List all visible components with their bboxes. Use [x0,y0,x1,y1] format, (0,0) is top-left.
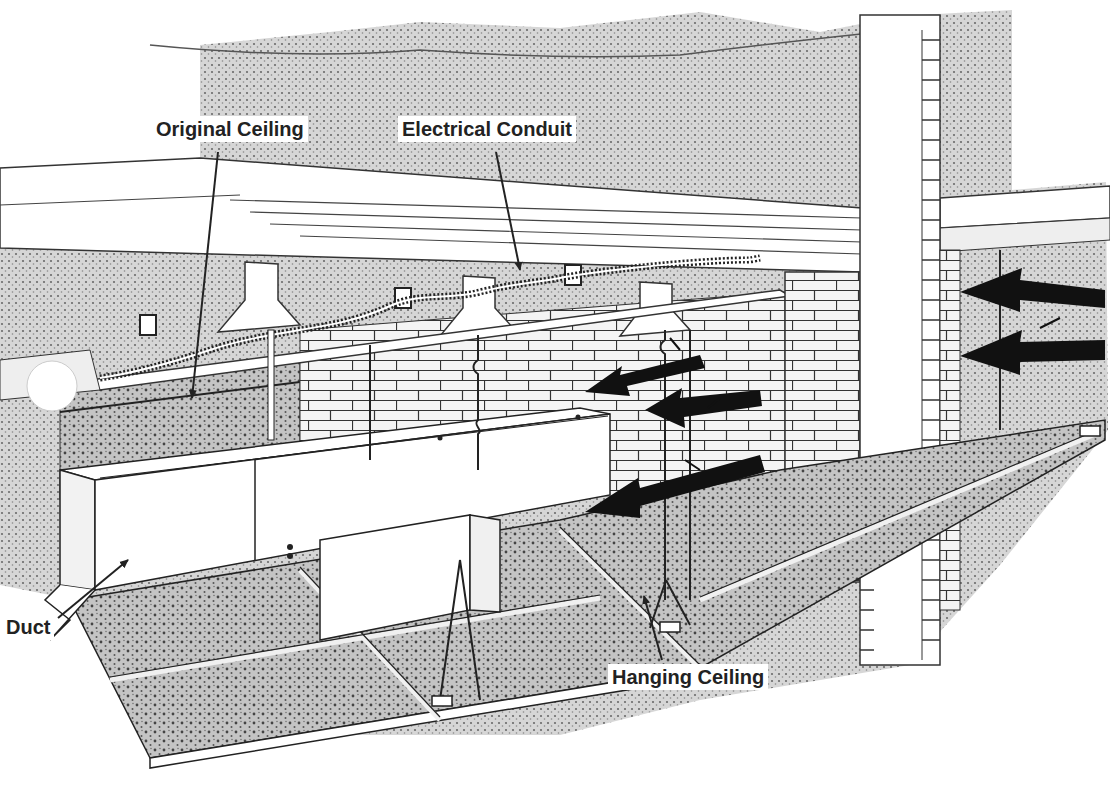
part-label: Duct [2,614,54,640]
floor-slab [0,158,862,272]
part-label: Hanging Ceiling [608,664,768,690]
part-label: Electrical Conduit [398,116,576,142]
airflow-arrow [585,268,1105,518]
electrical-conduit [100,258,760,378]
leader-line [58,152,662,660]
duct [45,408,610,640]
hanger-rod [370,250,1000,700]
part-label: Original Ceiling [152,116,308,142]
